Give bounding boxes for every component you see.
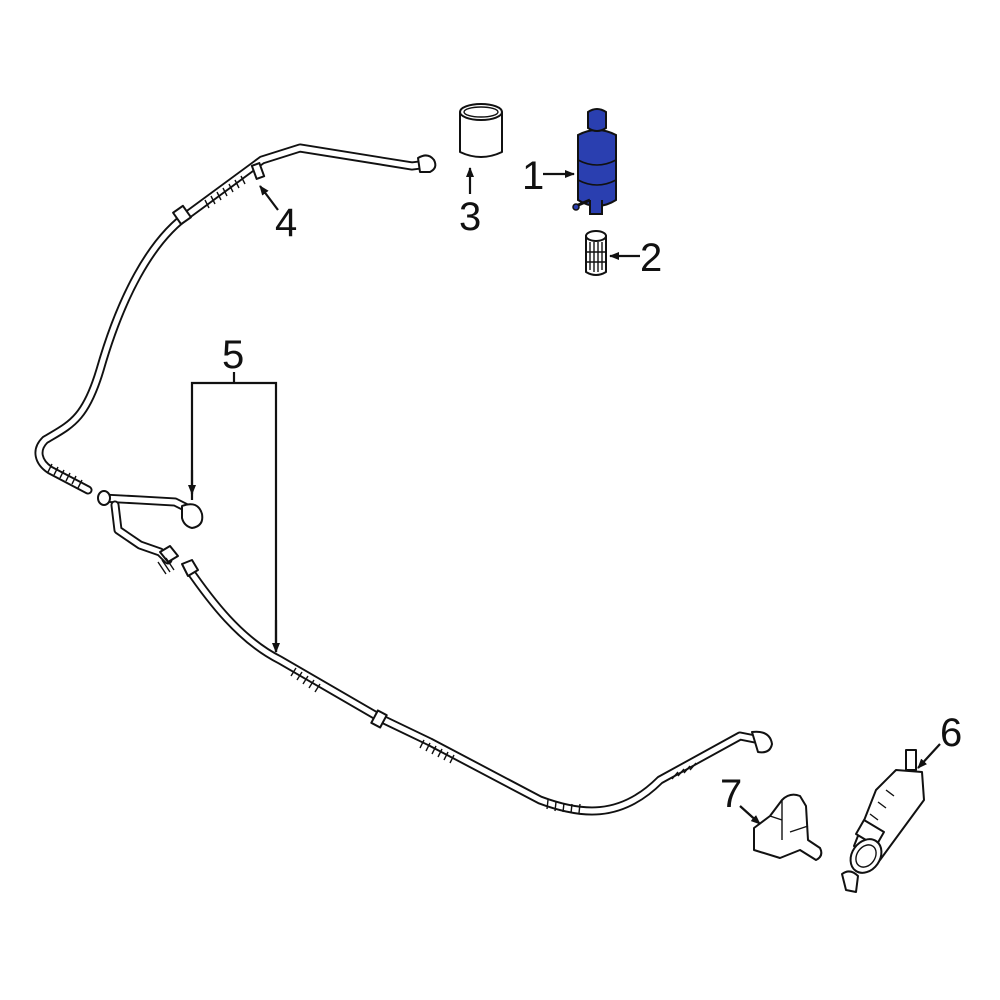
hose-upper	[34, 143, 437, 495]
callout-5: 5	[222, 333, 244, 377]
leader-lines	[188, 167, 941, 825]
hose-connector	[97, 490, 204, 575]
filter-part	[585, 230, 607, 276]
callout-7: 7	[720, 772, 742, 816]
washer-pump	[572, 108, 617, 215]
bracket-part	[753, 793, 823, 861]
callout-2: 2	[640, 236, 662, 280]
callout-1: 1	[522, 154, 544, 198]
callout-3: 3	[459, 195, 481, 239]
callout-4: 4	[275, 201, 297, 245]
callout-6: 6	[940, 711, 962, 755]
hose-lower	[181, 559, 773, 816]
cap-part	[459, 103, 503, 158]
nozzle-part	[841, 749, 925, 893]
